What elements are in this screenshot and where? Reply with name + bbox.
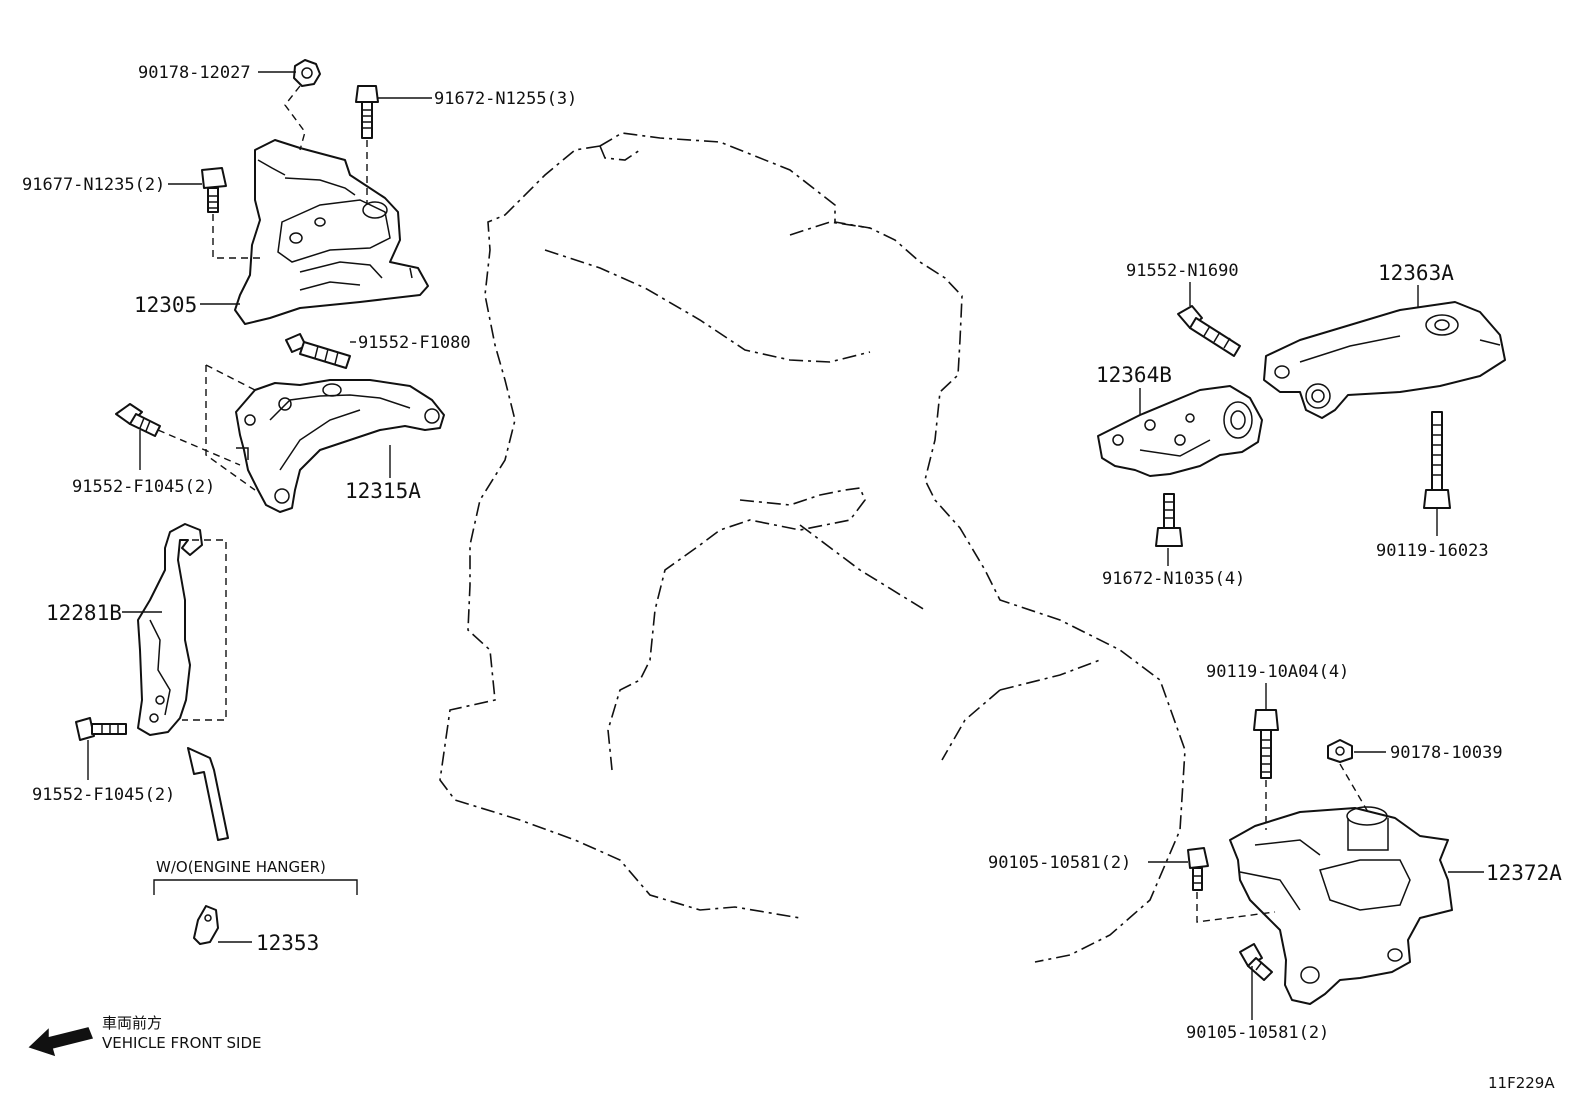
dash-nut-10039 bbox=[1339, 763, 1369, 813]
bolt-90105-10581-a-icon bbox=[1187, 847, 1209, 891]
part-12363a-torque-rod bbox=[1263, 301, 1506, 419]
part-12315a-bracket bbox=[235, 379, 445, 513]
dash-bracket-top bbox=[205, 364, 256, 391]
label-12372a: 12372A bbox=[1486, 861, 1562, 885]
part-12364b-bracket bbox=[1097, 385, 1263, 477]
bolt-90119-16023-icon bbox=[1423, 411, 1451, 509]
bolt-90119-10a04-icon bbox=[1253, 709, 1279, 779]
bolt-91552-f1080-icon bbox=[285, 333, 351, 369]
dash-bracket-bolt bbox=[157, 429, 241, 466]
note-wo-engine-hanger: W/O(ENGINE HANGER) bbox=[156, 858, 326, 876]
label-91552-f1080: 91552-F1080 bbox=[358, 333, 471, 353]
part-number-labels: 90178-12027 91672-N1255(3) 91677-N1235(2… bbox=[22, 63, 1562, 1092]
part-12372a-mount bbox=[1229, 806, 1453, 1005]
bolt-91552-f1045-a-icon bbox=[115, 403, 161, 437]
label-91552-f1045-a: 91552-F1045(2) bbox=[72, 477, 215, 497]
label-12305: 12305 bbox=[134, 293, 197, 317]
label-90105-10581-a: 90105-10581(2) bbox=[988, 853, 1131, 873]
part-12305-engine-mount bbox=[234, 139, 429, 325]
nut-90178-12027-icon bbox=[293, 59, 321, 87]
label-12353: 12353 bbox=[256, 931, 319, 955]
label-91552-f1045-b: 91552-F1045(2) bbox=[32, 785, 175, 805]
label-90105-10581-b: 90105-10581(2) bbox=[1186, 1023, 1329, 1043]
part-12281b-engine-hanger bbox=[137, 523, 203, 736]
diagram-code: 11F229A bbox=[1488, 1074, 1555, 1092]
note-front-jp: 車両前方 bbox=[102, 1014, 162, 1032]
bolt-91552-f1045-b-icon bbox=[75, 717, 127, 741]
engine-outline bbox=[439, 132, 1186, 963]
bolt-91672-n1035-icon bbox=[1155, 493, 1183, 547]
vehicle-front-arrow-icon bbox=[28, 1027, 94, 1057]
arrow-up-icon bbox=[187, 747, 229, 841]
label-90178-12027: 90178-12027 bbox=[138, 63, 251, 83]
note-front-en: VEHICLE FRONT SIDE bbox=[102, 1034, 262, 1052]
label-91552-n1690: 91552-N1690 bbox=[1126, 261, 1239, 281]
dash-nut-to-mount bbox=[284, 85, 306, 151]
label-12364b: 12364B bbox=[1096, 363, 1172, 387]
label-90119-10a04: 90119-10A04(4) bbox=[1206, 662, 1349, 682]
leader-lines bbox=[87, 71, 1484, 1020]
dash-hanger bbox=[182, 539, 227, 721]
wo-engine-hanger-bracket-line bbox=[153, 879, 358, 895]
label-12281b: 12281B bbox=[46, 601, 122, 625]
nut-90178-10039-icon bbox=[1327, 739, 1353, 763]
label-91672-n1255: 91672-N1255(3) bbox=[434, 89, 577, 109]
bolt-91552-n1690-icon bbox=[1177, 305, 1241, 357]
dash-bolt-10581-a bbox=[1196, 892, 1276, 923]
label-90178-10039: 90178-10039 bbox=[1390, 743, 1503, 763]
bolt-91672-n1255-icon bbox=[355, 85, 379, 139]
bolt-91677-n1235-icon bbox=[201, 167, 227, 213]
label-12315a: 12315A bbox=[345, 479, 421, 503]
label-12363a: 12363A bbox=[1378, 261, 1454, 285]
part-12353-icon bbox=[193, 905, 219, 945]
label-91677-n1235: 91677-N1235(2) bbox=[22, 175, 165, 195]
bolt-90105-10581-b-icon bbox=[1239, 943, 1273, 981]
dash-bolt-n1235 bbox=[212, 214, 260, 259]
label-91672-n1035: 91672-N1035(4) bbox=[1102, 569, 1245, 589]
label-90119-16023: 90119-16023 bbox=[1376, 541, 1489, 561]
dash-bracket-studs bbox=[205, 365, 256, 491]
